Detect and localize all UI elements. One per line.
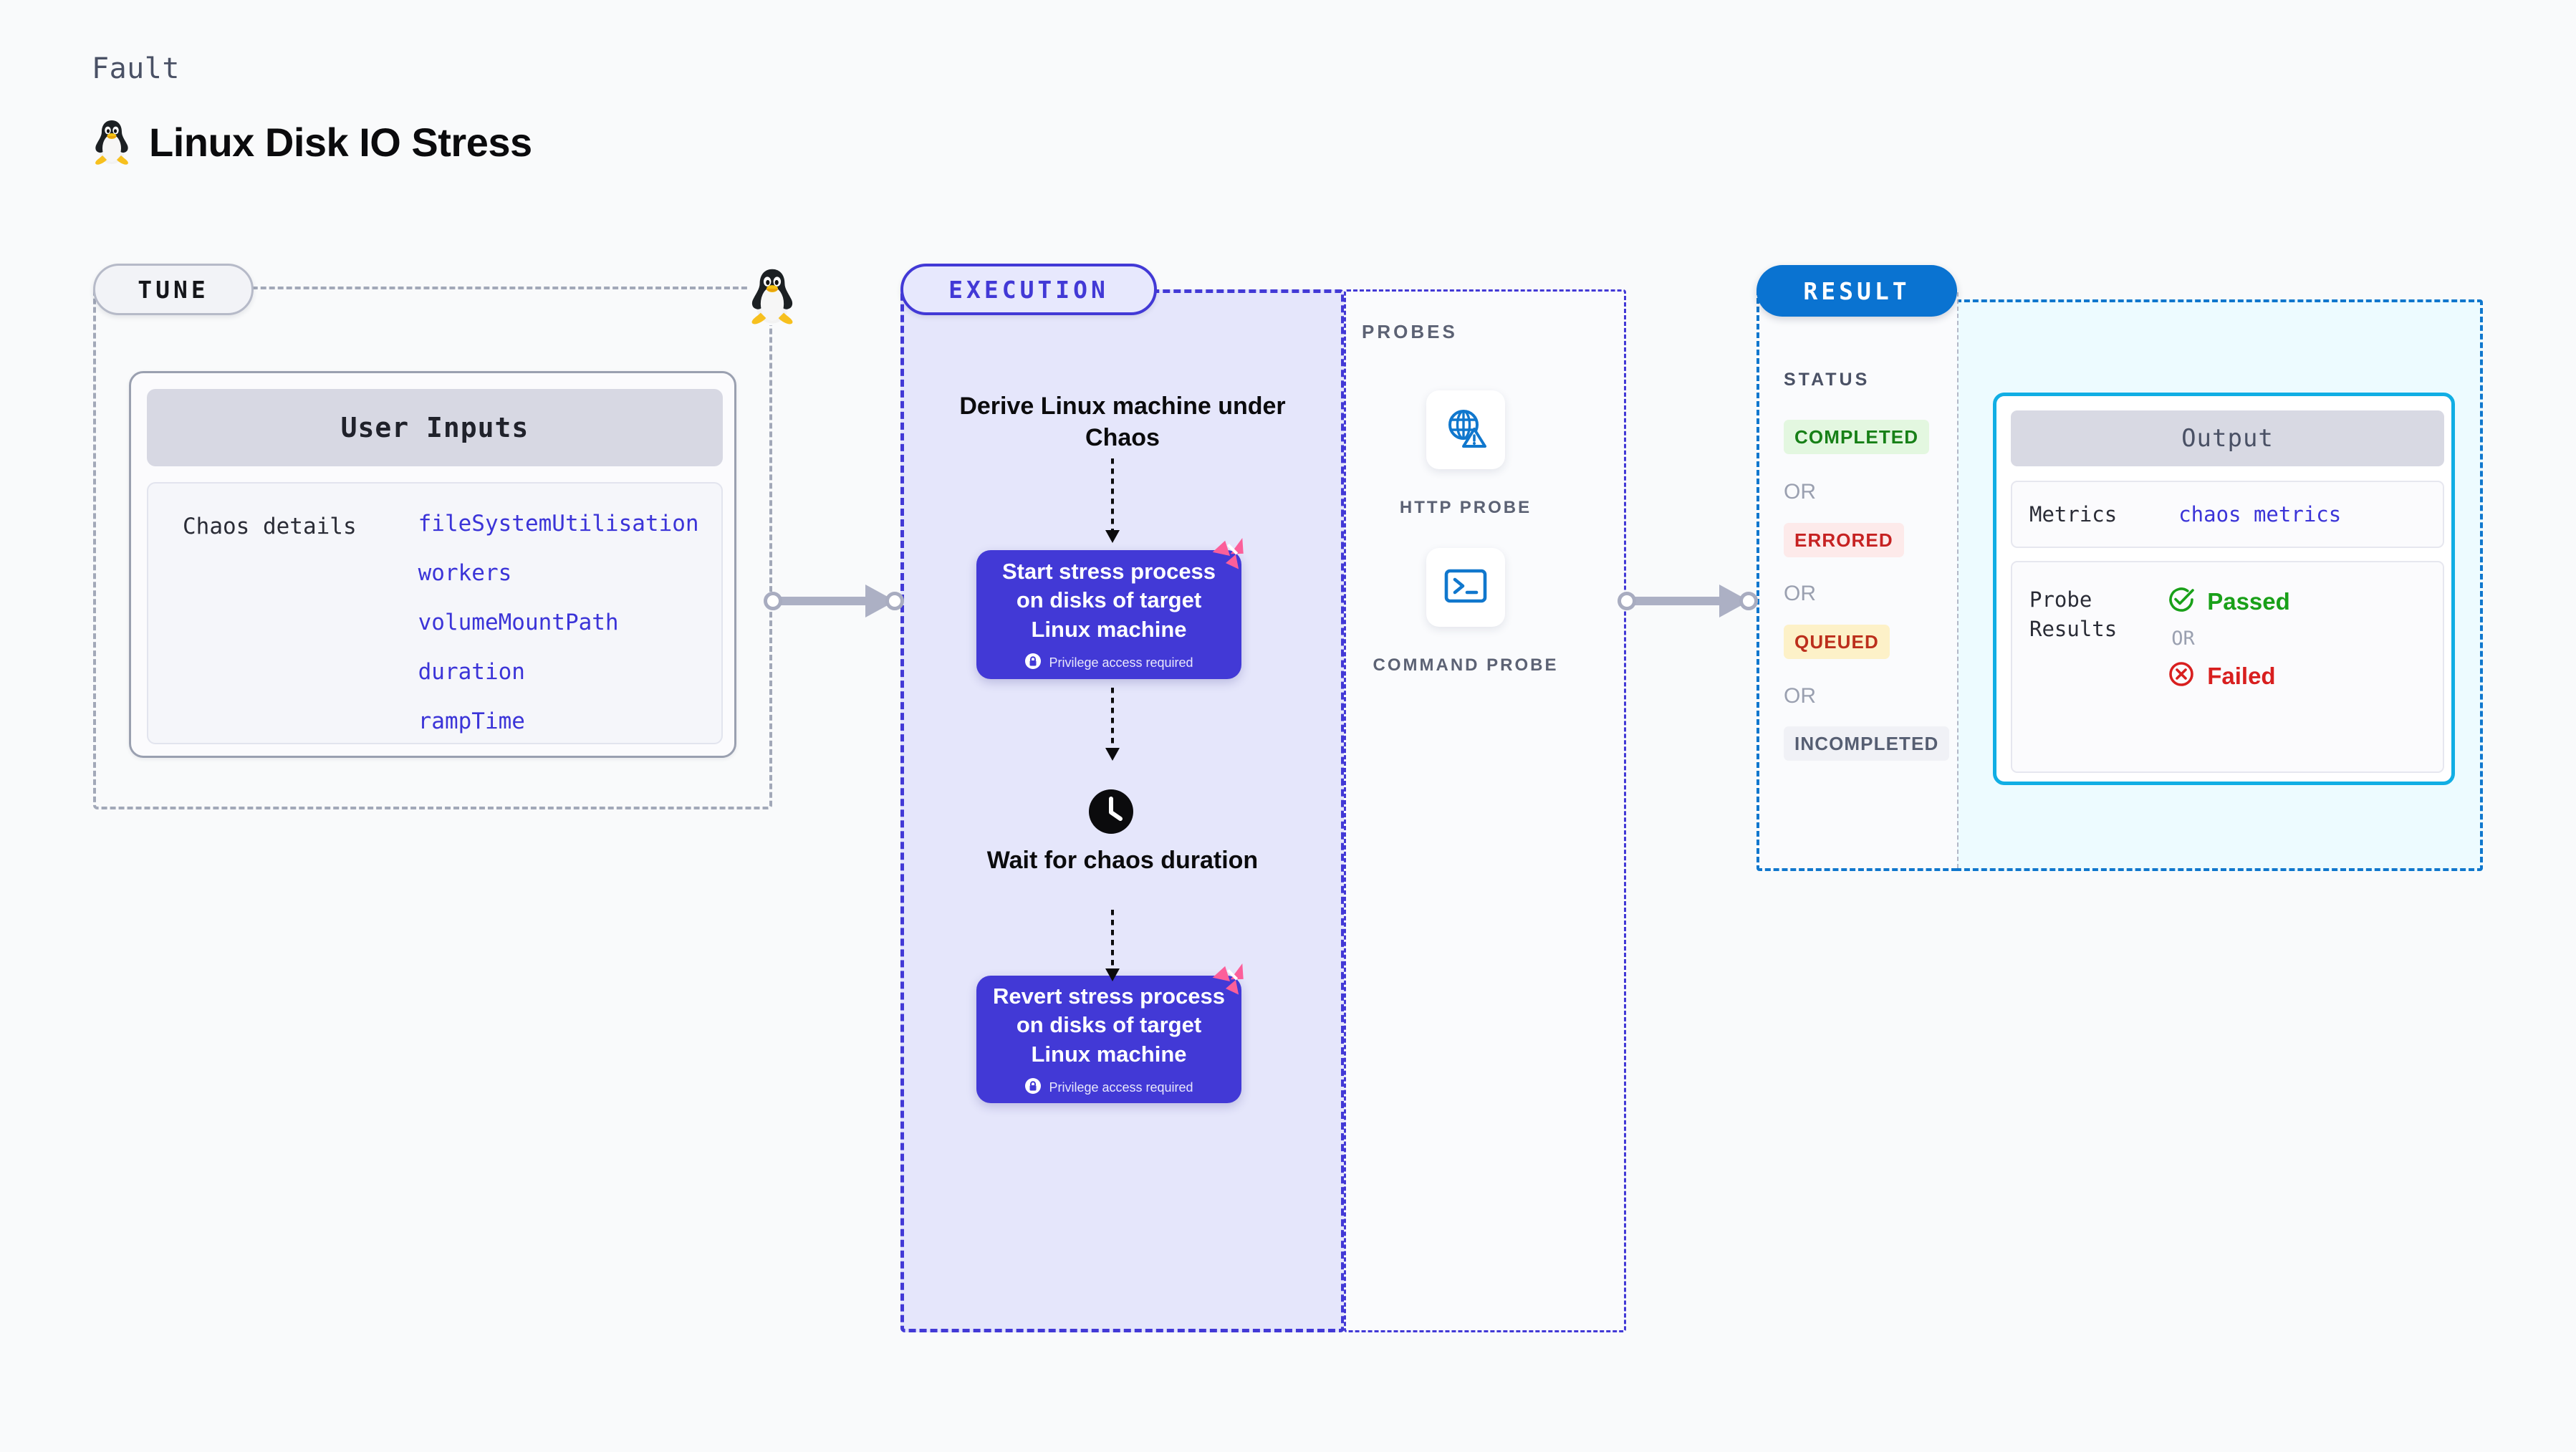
connector-execution-to-result <box>1618 585 1761 617</box>
probe-results-values: Passed OR Failed <box>2167 585 2290 771</box>
status-or-separator: OR <box>1784 582 1816 605</box>
lock-icon <box>1024 1077 1042 1098</box>
connector-shaft <box>1625 597 1740 605</box>
arrow-line <box>1111 458 1114 530</box>
page-title-row: Linux Disk IO Stress <box>92 118 532 165</box>
metrics-label: Metrics <box>2029 502 2118 527</box>
action-start-stress[interactable]: Start stress process on disks of target … <box>976 537 1244 679</box>
arrow-head <box>1105 968 1120 981</box>
connector-endpoint-right <box>1739 592 1758 610</box>
derive-machine-title: Derive Linux machine under Chaos <box>959 393 1286 451</box>
probes-label: PROBES <box>1362 321 1458 342</box>
probe-result-failed: Failed <box>2167 660 2290 692</box>
output-card: Output Metrics chaos metrics Probe Resul… <box>1993 393 2455 785</box>
probe-results-label: Probe Results <box>2029 587 2118 641</box>
wait-duration-title: Wait for chaos duration <box>986 847 1259 874</box>
arrow-line <box>1111 910 1114 968</box>
status-badge-queued: QUEUED <box>1784 625 1890 659</box>
probe-tile-command[interactable] <box>1426 548 1505 627</box>
tune-region <box>93 287 772 809</box>
arrow-line <box>1111 688 1114 748</box>
passed-label: Passed <box>2207 587 2290 615</box>
status-or-separator: OR <box>1784 684 1816 708</box>
stage-pill-execution[interactable]: EXECUTION <box>900 264 1157 315</box>
litmus-flag-icon <box>1208 531 1257 580</box>
metrics-value[interactable]: chaos metrics <box>2178 502 2342 527</box>
probe-result-passed: Passed <box>2167 585 2290 617</box>
user-inputs-title: User Inputs <box>147 389 723 466</box>
flow-arrow-derive-to-start <box>1105 458 1120 543</box>
terminal-icon <box>1443 567 1488 608</box>
param-item[interactable]: fileSystemUtilisation <box>418 511 699 537</box>
metrics-row: Metrics chaos metrics <box>2011 481 2444 548</box>
connector-shaft <box>772 597 886 605</box>
privilege-badge: Privilege access required <box>1024 653 1193 673</box>
param-item[interactable]: volumeMountPath <box>418 610 619 635</box>
connector-tune-to-execution <box>764 585 907 617</box>
action-label: Start stress process on disks of target … <box>1001 559 1216 642</box>
clock-icon <box>1087 788 1135 835</box>
status-label: STATUS <box>1784 370 1870 390</box>
param-item[interactable]: rampTime <box>418 708 525 734</box>
connector-endpoint-right <box>885 592 904 610</box>
litmus-flag-icon <box>1208 956 1257 1006</box>
probe-caption-http: HTTP PROBE <box>1399 498 1532 517</box>
globe-warning-icon <box>1443 406 1488 454</box>
stage-pill-tune[interactable]: TUNE <box>93 264 254 315</box>
tune-border-penguin-icon <box>747 266 797 325</box>
action-label: Revert stress process on disks of target… <box>993 984 1225 1067</box>
page-title: Linux Disk IO Stress <box>149 119 532 165</box>
user-inputs-body: Chaos details fileSystemUtilisation work… <box>147 482 723 744</box>
flow-arrow-start-to-wait <box>1105 688 1120 761</box>
x-circle-icon <box>2167 660 2196 692</box>
arrow-head <box>1105 530 1120 543</box>
probe-tile-http[interactable] <box>1426 390 1505 469</box>
failed-label: Failed <box>2207 662 2276 689</box>
chaos-param-list: fileSystemUtilisation workers volumeMoun… <box>418 511 699 743</box>
privilege-badge: Privilege access required <box>1024 1077 1193 1098</box>
status-or-separator: OR <box>1784 480 1816 504</box>
flow-arrow-wait-to-revert <box>1105 910 1120 981</box>
output-title: Output <box>2011 410 2444 466</box>
privilege-text: Privilege access required <box>1049 1080 1193 1095</box>
status-badge-completed: COMPLETED <box>1784 420 1930 454</box>
check-circle-icon <box>2167 585 2196 617</box>
privilege-text: Privilege access required <box>1049 655 1193 670</box>
probe-result-or-separator: OR <box>2171 628 2195 650</box>
chaos-details-label: Chaos details <box>183 514 357 539</box>
param-item[interactable]: duration <box>418 659 525 685</box>
status-badge-incompleted: INCOMPLETED <box>1784 726 1950 761</box>
probe-results-row: Probe Results Passed OR <box>2011 561 2444 773</box>
probe-caption-command: COMMAND PROBE <box>1373 655 1559 675</box>
lock-icon <box>1024 653 1042 673</box>
user-inputs-card: User Inputs Chaos details fileSystemUtil… <box>129 371 736 758</box>
param-item[interactable]: workers <box>418 560 512 586</box>
stage-pill-result[interactable]: RESULT <box>1756 265 1957 317</box>
linux-penguin-icon <box>92 118 132 165</box>
status-badge-errored: ERRORED <box>1784 523 1904 557</box>
arrow-head <box>1105 748 1120 761</box>
connector-endpoint-left <box>764 592 782 610</box>
action-revert-stress[interactable]: Revert stress process on disks of target… <box>976 963 1244 1103</box>
connector-endpoint-left <box>1618 592 1636 610</box>
fault-kicker: Fault <box>92 52 180 85</box>
result-status-region <box>1756 289 1959 871</box>
